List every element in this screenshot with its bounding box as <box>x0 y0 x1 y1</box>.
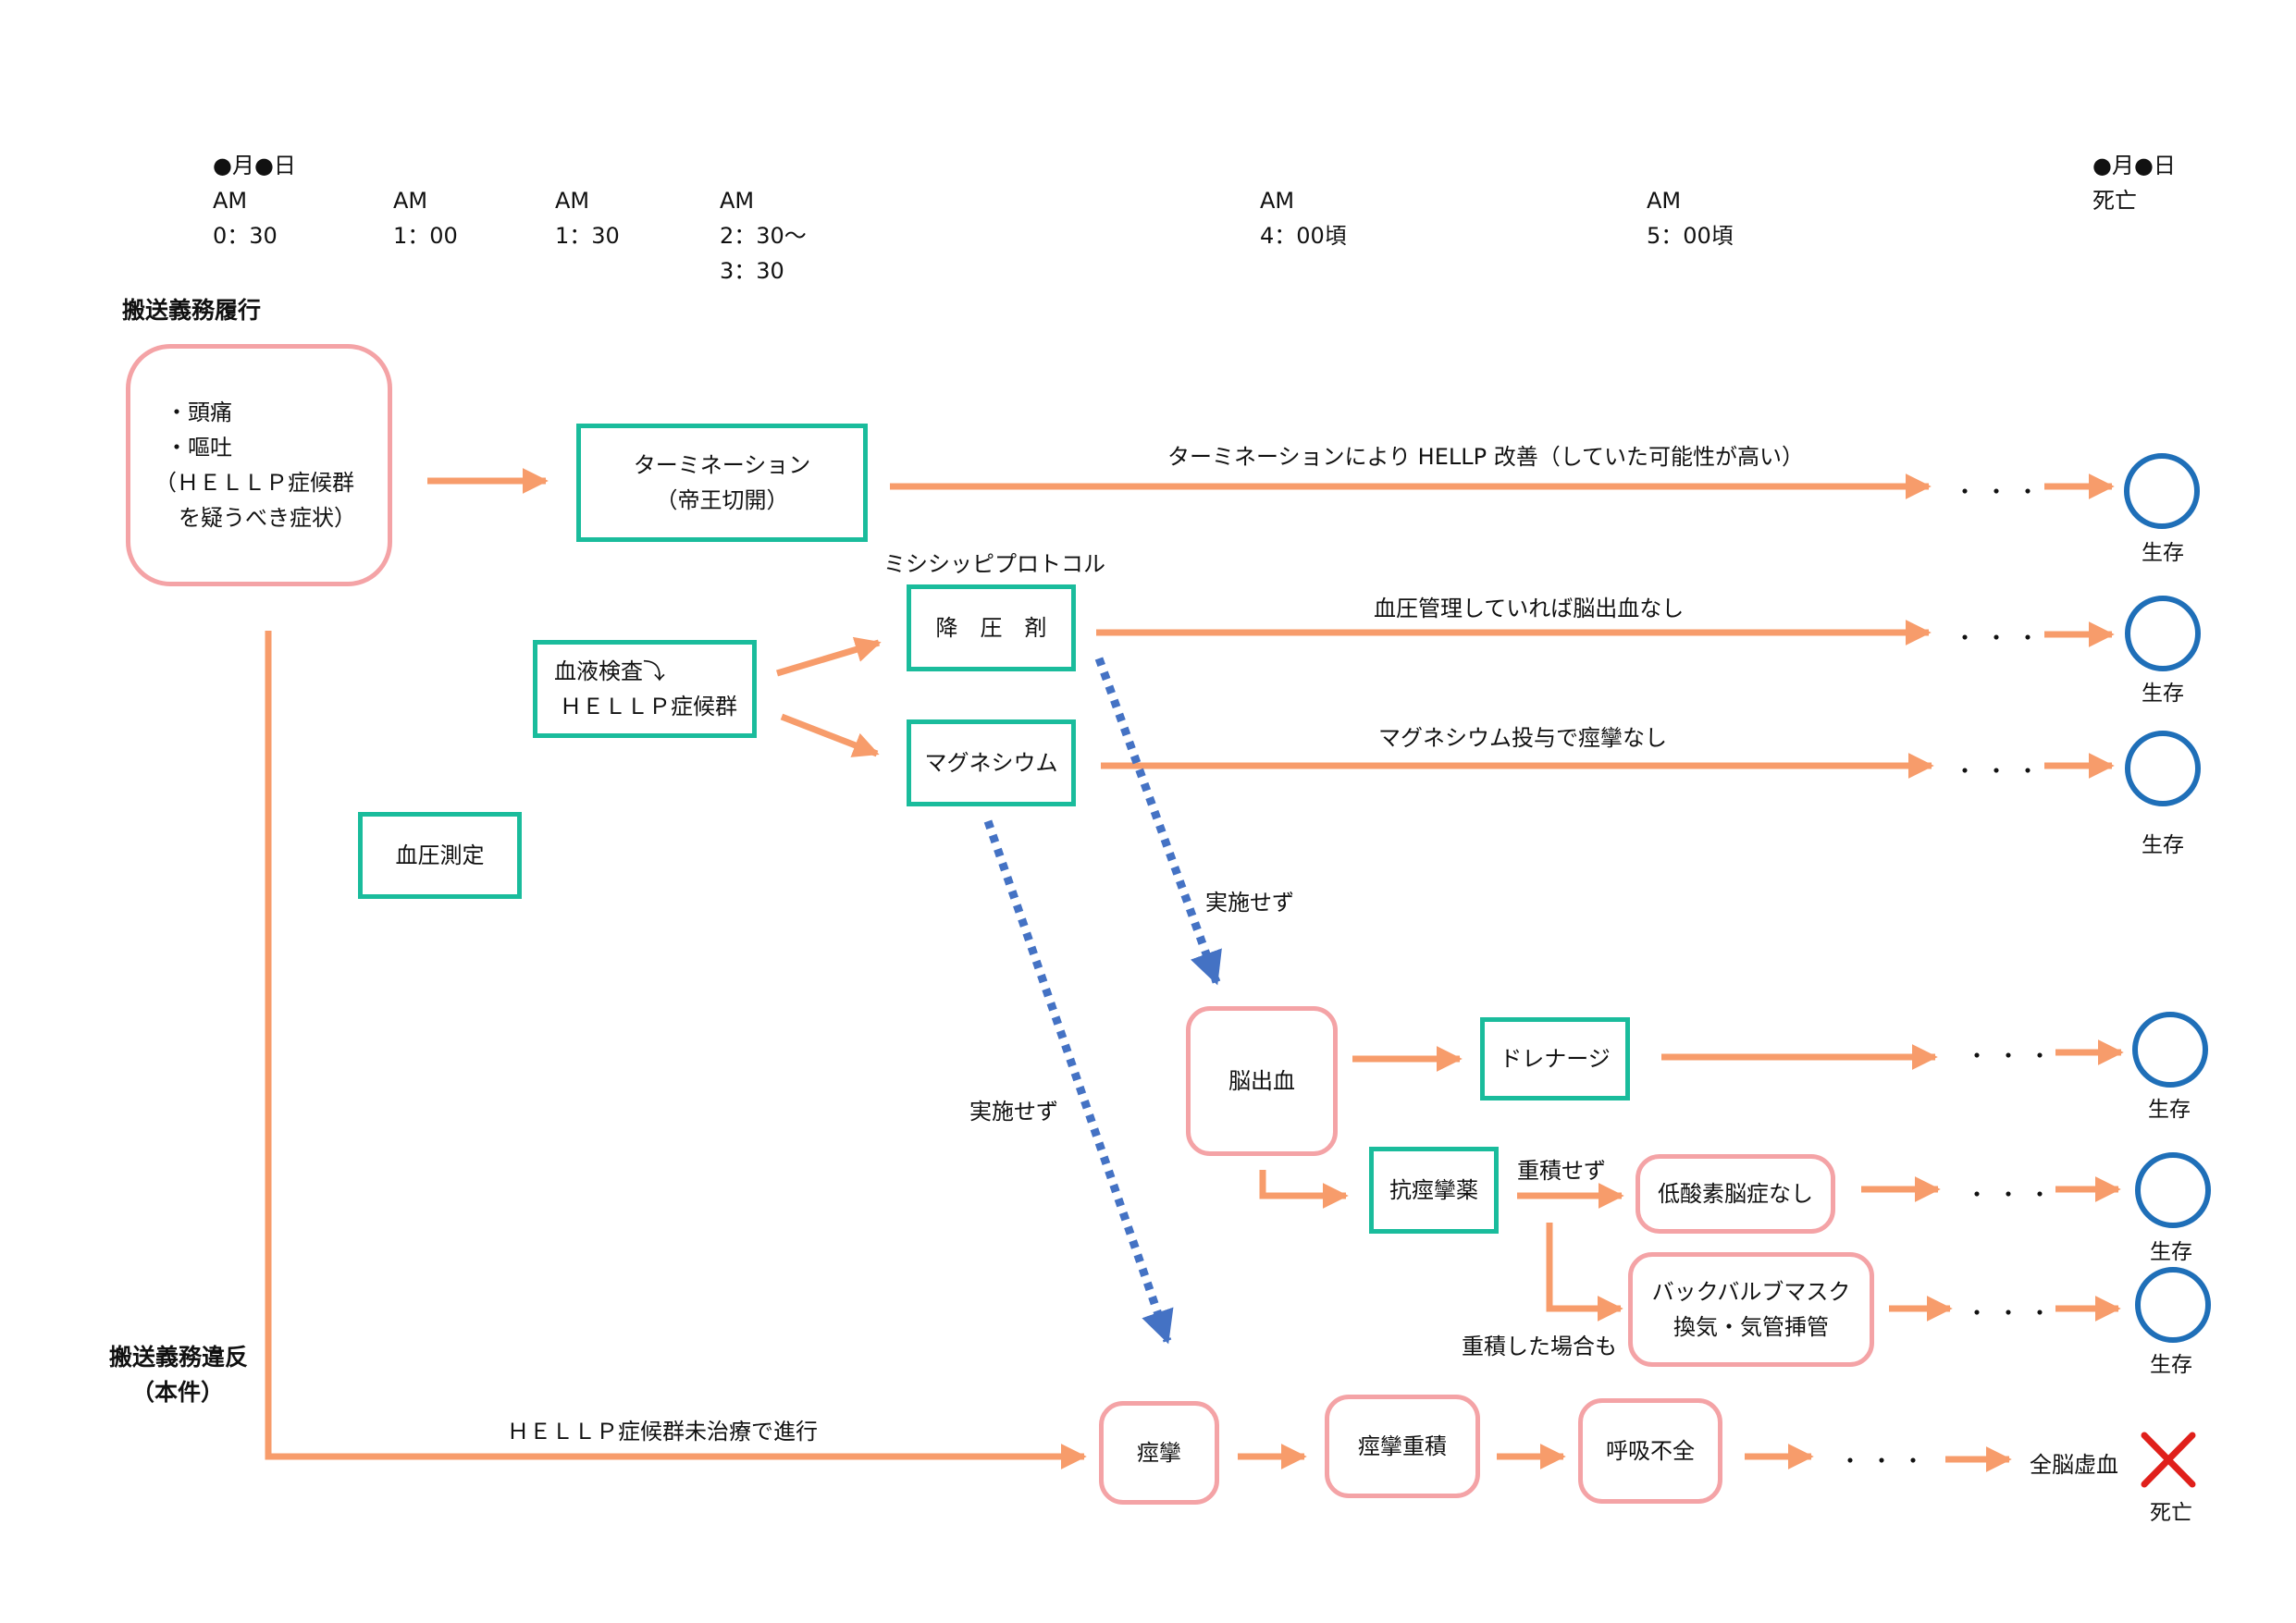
timeline-am: AM <box>1647 188 1682 214</box>
untreated-progress-label: ＨＥＬＬＰ症候群未治療で進行 <box>507 1419 818 1445</box>
ellipsis: ・・・ <box>1966 1300 2060 1326</box>
ellipsis: ・・・ <box>1954 479 2048 505</box>
arrow-hemorrhage-to-anticonvulsant <box>1259 1170 1349 1209</box>
timeline-col-5: AM 4：00頃 <box>1260 183 1347 253</box>
mg-effect-label: マグネシウム投与で痙攣なし <box>1378 725 1667 751</box>
death-label: 死亡 <box>2150 1501 2192 1525</box>
ellipsis: ・・・ <box>1966 1182 2060 1208</box>
not-done-label-bp: 実施せず <box>1205 890 1294 916</box>
timeline-col-4: AM 2：30～ 3：30 <box>720 183 807 289</box>
no-hypoxic-box: 低酸素脳症なし <box>1636 1154 1835 1234</box>
antihypertensive-label: 降 圧 剤 <box>935 615 1047 641</box>
timeline-am: AM <box>555 188 590 214</box>
antihypertensive-box: 降 圧 剤 <box>907 584 1076 671</box>
bag-valve-label: バックバルブマスク <box>1651 1279 1851 1305</box>
not-done-label-mg: 実施せず <box>969 1099 1058 1125</box>
repeated-convulsion-box: 痙攣重積 <box>1325 1395 1480 1498</box>
arrow-bloodtest-to-magnesium <box>780 713 880 757</box>
termination-sub: （帝王切開） <box>655 487 789 513</box>
ellipsis: ・・・ <box>1966 1043 2060 1069</box>
timeline-col-6: AM 5：00頃 <box>1647 183 1734 253</box>
convulsion-box: 痙攣 <box>1099 1401 1219 1505</box>
dashed-arrow-not-done-mg <box>983 819 1174 1345</box>
timeline-col-1: ●月●日 AM 0：30 <box>213 148 296 253</box>
ellipsis: ・・・ <box>1839 1448 1933 1474</box>
termination-label: ターミネーション <box>633 452 811 478</box>
symptom-headache: ・頭痛 <box>166 400 232 425</box>
whole-brain-ischemia-label: 全脳虚血 <box>2030 1452 2118 1478</box>
timeline-am: AM <box>213 188 248 214</box>
respiratory-failure-box: 呼吸不全 <box>1578 1398 1722 1504</box>
blood-test-box: 血液検査⤵ ＨＥＬＬＰ症候群 <box>533 640 757 738</box>
survive-label: 生存 <box>2148 1098 2191 1122</box>
timeline-am: AM <box>720 188 755 214</box>
survive-circle <box>2132 1012 2208 1088</box>
bag-valve-box: バックバルブマスク 換気・気管挿管 <box>1628 1252 1874 1367</box>
symptom-vomit: ・嘔吐 <box>166 435 232 461</box>
intubation-label: 換気・気管挿管 <box>1673 1314 1829 1340</box>
no-hypoxic-label: 低酸素脳症なし <box>1658 1181 1813 1207</box>
timeline-am: AM <box>1260 188 1295 214</box>
timeline-date: ●月●日 <box>213 153 296 178</box>
timeline-col-2: AM 1：00 <box>393 183 458 253</box>
if-repeat-label: 重積した場合も <box>1462 1334 1617 1359</box>
timeline-col-7: ●月●日 死亡 <box>2092 148 2176 218</box>
blood-test-label: 血液検査⤵ <box>554 658 665 684</box>
timeline-col-3: AM 1：30 <box>555 183 620 253</box>
anticonvulsant-label: 抗痙攣薬 <box>1389 1177 1478 1203</box>
no-repeat-label: 重積せず <box>1517 1158 1606 1184</box>
survive-circle <box>2135 1152 2211 1228</box>
mississippi-protocol-label: ミシシッピプロトコル <box>883 551 1105 577</box>
cerebral-hemorrhage-label: 脳出血 <box>1228 1068 1295 1094</box>
timeline-death: 死亡 <box>2092 188 2137 214</box>
bp-measure-box: 血圧測定 <box>358 812 522 899</box>
timeline-time: 1：30 <box>555 223 620 249</box>
survive-label: 生存 <box>2150 1353 2192 1377</box>
symptom-note-2: を疑うべき症状） <box>179 505 356 531</box>
magnesium-label: マグネシウム <box>924 750 1058 776</box>
survive-label: 生存 <box>2142 682 2184 706</box>
bp-control-label: 血圧管理していれば脳出血なし <box>1374 596 1685 621</box>
death-cross-line-2 <box>2141 1432 2196 1488</box>
symptoms-box: ・頭痛 ・嘔吐 （ＨＥＬＬＰ症候群 を疑うべき症状） <box>126 344 392 586</box>
cerebral-hemorrhage-box: 脳出血 <box>1186 1006 1338 1156</box>
survive-circle <box>2124 453 2200 529</box>
magnesium-box: マグネシウム <box>907 719 1076 806</box>
timeline-time: 5：00頃 <box>1647 223 1734 249</box>
section-fulfilled: 搬送義務履行 <box>122 297 262 324</box>
timeline-time: 1：00 <box>393 223 458 249</box>
survive-label: 生存 <box>2142 833 2184 857</box>
blood-test-result: ＨＥＬＬＰ症候群 <box>560 694 737 719</box>
drainage-box: ドレナージ <box>1480 1017 1630 1100</box>
survive-circle <box>2125 731 2201 806</box>
respiratory-failure-label: 呼吸不全 <box>1606 1438 1695 1464</box>
bp-measure-label: 血圧測定 <box>395 842 485 868</box>
dashed-arrow-not-done-bp <box>1094 657 1222 986</box>
timeline-am: AM <box>393 188 428 214</box>
survive-label: 生存 <box>2142 541 2184 565</box>
drainage-label: ドレナージ <box>1500 1046 1611 1072</box>
survive-circle <box>2135 1267 2211 1343</box>
survive-circle <box>2125 596 2201 671</box>
timeline-time: 0：30 <box>213 223 278 249</box>
termination-box: ターミネーション （帝王切開） <box>576 424 868 542</box>
repeated-convulsion-label: 痙攣重積 <box>1358 1433 1447 1459</box>
timeline-time: 4：00頃 <box>1260 223 1347 249</box>
section-violation: 搬送義務違反 <box>109 1344 249 1371</box>
ellipsis: ・・・ <box>1954 758 2048 784</box>
timeline-time: 2：30～ <box>720 223 807 249</box>
termination-effect-label: ターミネーションにより HELLP 改善（していた可能性が高い） <box>1167 444 1805 470</box>
ellipsis: ・・・ <box>1954 625 2048 651</box>
anticonvulsant-box: 抗痙攣薬 <box>1369 1147 1499 1234</box>
timeline-date: ●月●日 <box>2092 153 2176 178</box>
convulsion-label: 痙攣 <box>1137 1440 1181 1466</box>
arrow-untreated-progression <box>265 631 1087 1469</box>
survive-label: 生存 <box>2150 1240 2192 1264</box>
arrow-bloodtest-to-antihypertensive <box>775 636 882 677</box>
section-violation-note: （本件） <box>131 1379 225 1406</box>
timeline-time-end: 3：30 <box>720 258 784 284</box>
symptom-note-1: （ＨＥＬＬＰ症候群 <box>154 470 354 496</box>
arrow-anticonvulsant-to-bagvalve <box>1546 1223 1623 1322</box>
